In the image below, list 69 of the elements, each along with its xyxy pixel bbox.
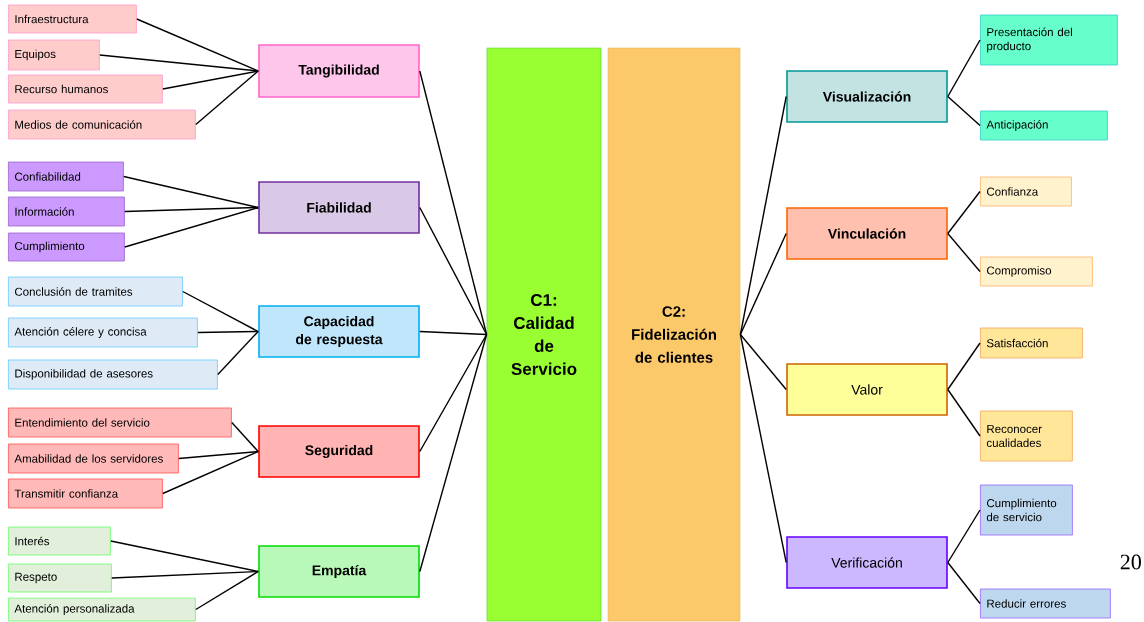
connector-line bbox=[124, 206, 259, 213]
connector-line bbox=[217, 330, 259, 376]
item-box: Amabilidad de los servidores bbox=[8, 443, 179, 474]
connector-line bbox=[947, 388, 981, 437]
connector-line bbox=[231, 421, 259, 453]
connector-line bbox=[947, 39, 981, 98]
item-box: Satisfacción bbox=[980, 327, 1083, 359]
item-box: Entendimiento del servicio bbox=[8, 407, 232, 438]
connector-line bbox=[419, 70, 488, 336]
item-box: Equipos bbox=[8, 39, 100, 71]
item-box: Medios de comunicación bbox=[8, 109, 196, 140]
connector-line bbox=[110, 540, 259, 573]
connector-line bbox=[99, 54, 259, 72]
connector-line bbox=[197, 330, 259, 334]
connector-line bbox=[947, 232, 981, 273]
category-box: Tangibilidad bbox=[258, 44, 420, 98]
connector-line bbox=[124, 206, 259, 248]
connector-line bbox=[739, 95, 787, 336]
connector-line bbox=[123, 175, 259, 209]
connector-line bbox=[947, 342, 981, 391]
connector-line bbox=[419, 206, 488, 336]
item-box: Disponibilidad de asesores bbox=[8, 359, 218, 390]
connector-line bbox=[178, 450, 259, 460]
category-box: Fiabilidad bbox=[258, 181, 420, 234]
connector-line bbox=[947, 95, 981, 127]
item-box: Cumplimiento bbox=[8, 232, 125, 262]
connector-line bbox=[419, 333, 488, 453]
item-box: Confiabilidad bbox=[8, 161, 124, 192]
connector-line bbox=[195, 570, 259, 611]
item-box: Atención personalizada bbox=[8, 597, 196, 622]
connector-line bbox=[739, 333, 787, 564]
item-box: Confianza bbox=[980, 176, 1072, 207]
item-box: Transmitir confianza bbox=[8, 478, 163, 509]
item-box: Anticipación bbox=[980, 110, 1108, 141]
item-box: Infraestructura bbox=[8, 4, 137, 34]
connector-line bbox=[195, 70, 259, 126]
connector-line bbox=[947, 190, 981, 235]
connector-line bbox=[419, 330, 488, 336]
item-box: Reducir errores bbox=[980, 588, 1111, 619]
connector-line bbox=[162, 450, 259, 495]
category-box: Vinculación bbox=[786, 207, 948, 260]
connector-line bbox=[111, 570, 259, 579]
category-box: Visualización bbox=[786, 70, 948, 123]
item-box: Recurso humanos bbox=[8, 74, 163, 104]
connector-line bbox=[947, 509, 981, 564]
connector-line bbox=[182, 290, 259, 333]
connector-line bbox=[162, 70, 259, 90]
concept-bar: C2: Fidelización de clientes bbox=[607, 47, 741, 622]
item-box: Presentación del producto bbox=[980, 14, 1118, 66]
category-box: Capacidad de respuesta bbox=[258, 305, 420, 358]
category-box: Seguridad bbox=[258, 425, 420, 478]
page-number: 20 bbox=[1120, 554, 1141, 570]
connector-line bbox=[739, 232, 787, 336]
item-box: Cumplimiento de servicio bbox=[980, 484, 1073, 536]
connector-line bbox=[947, 561, 981, 605]
item-box: Conclusión de tramites bbox=[8, 276, 183, 307]
concept-bar: C1: Calidad de Servicio bbox=[486, 47, 602, 622]
category-box: Empatía bbox=[258, 545, 420, 598]
item-box: Reconocer cualidades bbox=[980, 410, 1073, 462]
category-box: Valor bbox=[786, 363, 948, 416]
item-box: Información bbox=[8, 196, 125, 227]
item-box: Respeto bbox=[8, 563, 112, 593]
item-box: Atención célere y concisa bbox=[8, 317, 198, 348]
item-box: Compromiso bbox=[980, 256, 1093, 287]
category-box: Verificación bbox=[786, 536, 948, 589]
item-box: Interés bbox=[8, 526, 111, 556]
connector-line bbox=[136, 18, 259, 72]
connector-line bbox=[739, 333, 787, 391]
connector-line bbox=[419, 333, 488, 573]
